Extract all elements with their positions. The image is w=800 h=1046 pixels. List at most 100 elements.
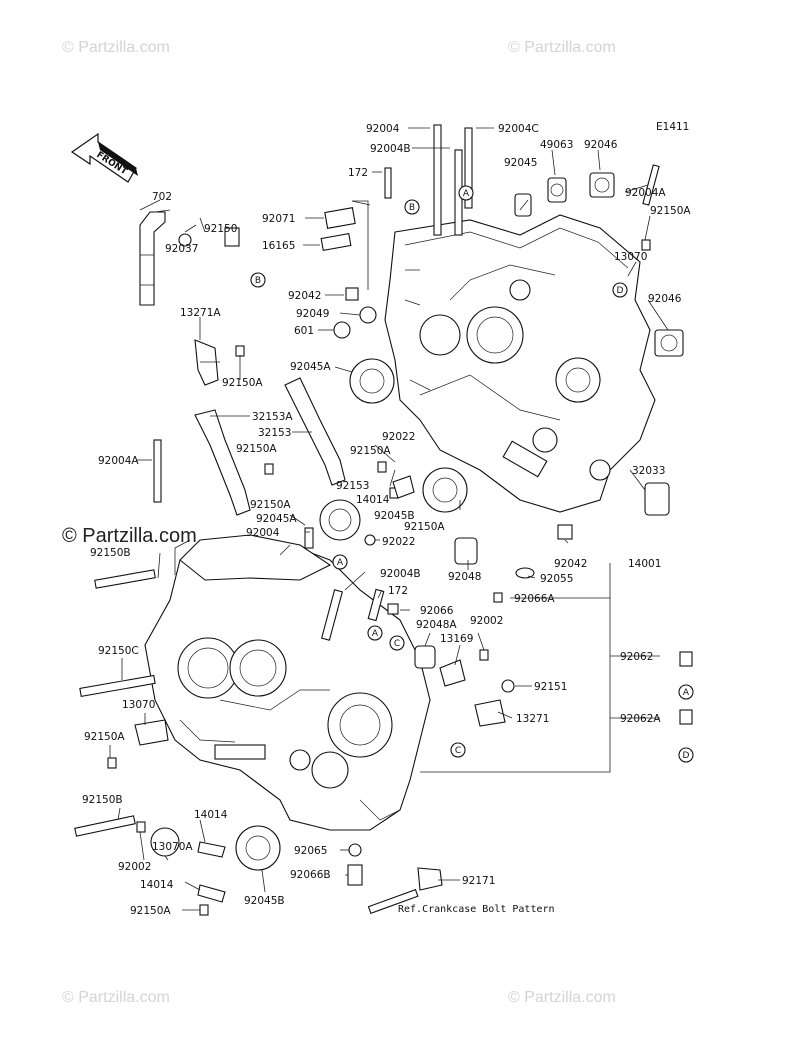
label-92004B-mid: 92004B	[380, 568, 421, 580]
label-92004: 92004	[366, 123, 400, 135]
label-92071: 92071	[262, 213, 295, 225]
svg-text:D: D	[683, 751, 690, 761]
part-92071	[324, 207, 356, 229]
bearing-92045A-mid	[319, 499, 361, 541]
callout-C-1: C	[389, 635, 405, 651]
label-92150A-r1: 92150A	[650, 205, 691, 217]
label-92066B: 92066B	[290, 869, 331, 881]
label-13271: 13271	[516, 713, 549, 725]
label-92150A-c1: 92150A	[350, 445, 391, 457]
label-92046-top: 92046	[584, 139, 618, 151]
upper-crankcase-half	[384, 214, 656, 513]
label-92004C: 92004C	[498, 123, 539, 135]
label-92048A: 92048A	[416, 619, 457, 631]
svg-text:C: C	[455, 746, 461, 756]
label-92022-mid: 92022	[382, 536, 415, 548]
label-13070-l: 13070	[122, 699, 155, 711]
studs-top	[384, 124, 660, 236]
lower-crankcase-half	[144, 534, 431, 831]
label-92151: 92151	[534, 681, 567, 693]
leader-lines	[109, 127, 669, 911]
label-92042-top: 92042	[288, 290, 321, 302]
diagram-code: E1411	[656, 121, 689, 133]
label-92055: 92055	[540, 573, 573, 585]
label-92022-top: 92022	[382, 431, 415, 443]
svg-text:C: C	[394, 639, 400, 649]
label-92002-r: 92002	[470, 615, 503, 627]
callout-B-2: B	[250, 272, 266, 288]
callout-D-2: D	[678, 747, 694, 763]
bracket-13271A	[194, 339, 219, 386]
label-601: 601	[294, 325, 314, 337]
label-92150: 92150	[204, 223, 237, 235]
ref-crankcase-bolt-pattern: Ref.Crankcase Bolt Pattern	[398, 904, 555, 915]
callout-A-4: A	[678, 684, 694, 700]
bearing-92045B-mid	[422, 467, 468, 513]
label-92062: 92062	[620, 651, 653, 663]
label-92171: 92171	[462, 875, 495, 887]
watermark-top-left: © Partzilla.com	[62, 39, 170, 56]
watermark-center: © Partzilla.com	[62, 525, 197, 547]
label-32033: 32033	[632, 465, 665, 477]
label-92048: 92048	[448, 571, 481, 583]
seal-92048	[454, 537, 478, 565]
label-92004-mid: 92004	[246, 527, 280, 539]
label-92066: 92066	[420, 605, 454, 617]
label-14001: 14001	[628, 558, 661, 570]
plug-92062A	[679, 709, 693, 725]
label-92062A: 92062A	[620, 713, 661, 725]
svg-text:A: A	[337, 558, 344, 568]
label-13070A: 13070A	[152, 841, 193, 853]
label-92150A-b: 92150A	[130, 905, 171, 917]
label-13070-r: 13070	[614, 251, 647, 263]
label-92045: 92045	[504, 157, 537, 169]
label-92045B-b: 92045B	[244, 895, 285, 907]
callout-D-1: D	[612, 282, 628, 298]
watermark-top-right: © Partzilla.com	[508, 39, 616, 56]
bearing-92045B-bottom	[235, 825, 281, 871]
callout-C-2: C	[450, 742, 466, 758]
part-32033	[644, 482, 670, 516]
seal-92048A	[414, 645, 436, 669]
label-92002-b: 92002	[118, 861, 151, 873]
label-702: 702	[152, 191, 172, 203]
pipe-32153	[284, 377, 346, 486]
svg-text:A: A	[683, 688, 690, 698]
bolts	[74, 239, 651, 916]
label-13271A: 13271A	[180, 307, 221, 319]
label-92045A-top: 92045A	[290, 361, 331, 373]
bearings-top	[514, 172, 684, 357]
label-14014-b2: 14014	[140, 879, 174, 891]
label-13169: 13169	[440, 633, 473, 645]
watermark-bottom-right: © Partzilla.com	[508, 989, 616, 1006]
svg-text:D: D	[617, 286, 624, 296]
label-16165: 16165	[262, 240, 295, 252]
part-92042-top	[345, 287, 359, 301]
pipe-32153A	[194, 409, 251, 516]
label-14014-c: 14014	[356, 494, 390, 506]
watermark-bottom-left: © Partzilla.com	[62, 989, 170, 1006]
label-32153A: 32153A	[252, 411, 293, 423]
label-92150A-c2: 92150A	[404, 521, 445, 533]
label-92150A-l3: 92150A	[250, 499, 291, 511]
label-92046-mid: 92046	[648, 293, 682, 305]
callout-A-1: A	[458, 185, 474, 201]
label-32153: 32153	[258, 427, 291, 439]
hose-702	[139, 211, 166, 306]
oring-92055	[515, 567, 535, 579]
plug-92062	[679, 651, 693, 667]
label-92150B-top: 92150B	[90, 547, 131, 559]
label-92150A-l4: 92150A	[84, 731, 125, 743]
label-92150A-l2: 92150A	[236, 443, 277, 455]
label-92150B-bot: 92150B	[82, 794, 123, 806]
label-172-top: 172	[348, 167, 368, 179]
part-16165	[320, 233, 352, 251]
label-92004A-left: 92004A	[98, 455, 139, 467]
part-92049	[359, 306, 377, 324]
label-92037: 92037	[165, 243, 198, 255]
callout-B-1: B	[404, 199, 420, 215]
label-92150A-l1: 92150A	[222, 377, 263, 389]
label-92004B-top: 92004B	[370, 143, 411, 155]
